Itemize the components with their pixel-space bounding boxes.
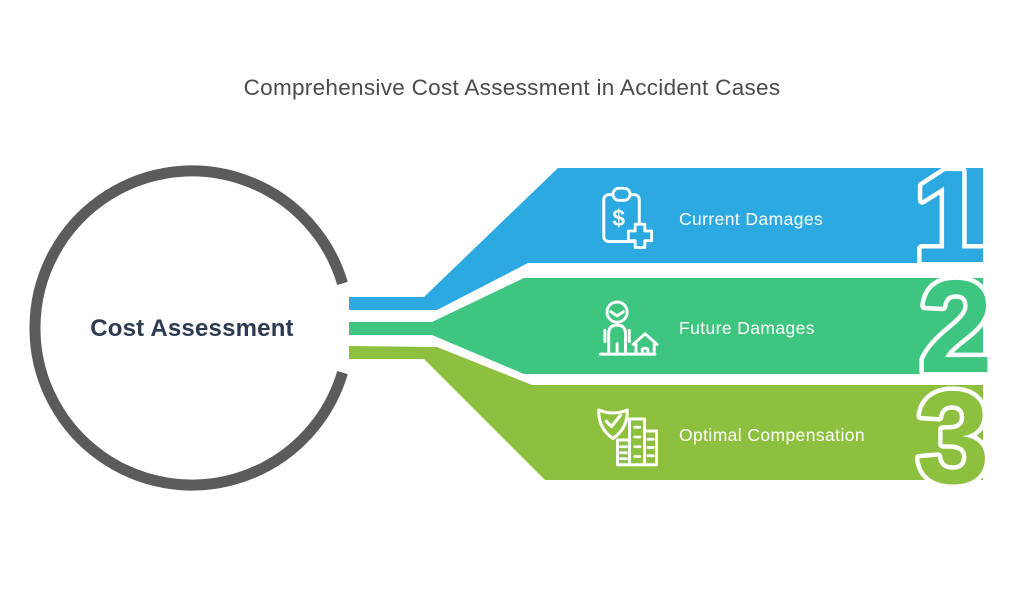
hub-label: Cost Assessment <box>90 315 294 342</box>
dollar-glyph: $ <box>612 205 625 231</box>
building-windows <box>619 425 655 461</box>
clipboard-clip <box>611 186 632 202</box>
step-number-3: 3 <box>916 364 989 511</box>
item-current-damages: 1 $ Current Damages <box>349 139 991 310</box>
building-tower <box>628 417 646 467</box>
sunglasses <box>609 310 625 318</box>
connector-banner-shape-2 <box>349 278 983 374</box>
plus-cross <box>626 222 654 249</box>
step-number-1: 1 <box>913 143 986 290</box>
page-title: Comprehensive Cost Assessment in Acciden… <box>244 75 781 100</box>
item-optimal-compensation: 3 Optimal Compensation <box>349 346 994 516</box>
person-house-icon <box>598 300 659 356</box>
person-head <box>605 300 629 324</box>
hub-ring <box>29 165 348 491</box>
house <box>631 332 659 356</box>
shield-check-building-icon <box>597 408 658 467</box>
person-arms <box>603 328 631 343</box>
connector-banner-shape-3 <box>349 346 983 480</box>
banner-label-1: Current Damages <box>679 209 823 229</box>
item-future-damages: 2 Future Damages <box>349 249 997 405</box>
banner-label-2: Future Damages <box>679 318 815 338</box>
banner-label-3: Optimal Compensation <box>679 425 865 445</box>
person-body <box>607 323 627 356</box>
checkmark <box>604 413 623 429</box>
clipboard-dollar-plus-icon: $ <box>602 186 654 249</box>
connector-banner-shape-1 <box>349 168 983 310</box>
step-number-2: 2 <box>919 253 992 400</box>
